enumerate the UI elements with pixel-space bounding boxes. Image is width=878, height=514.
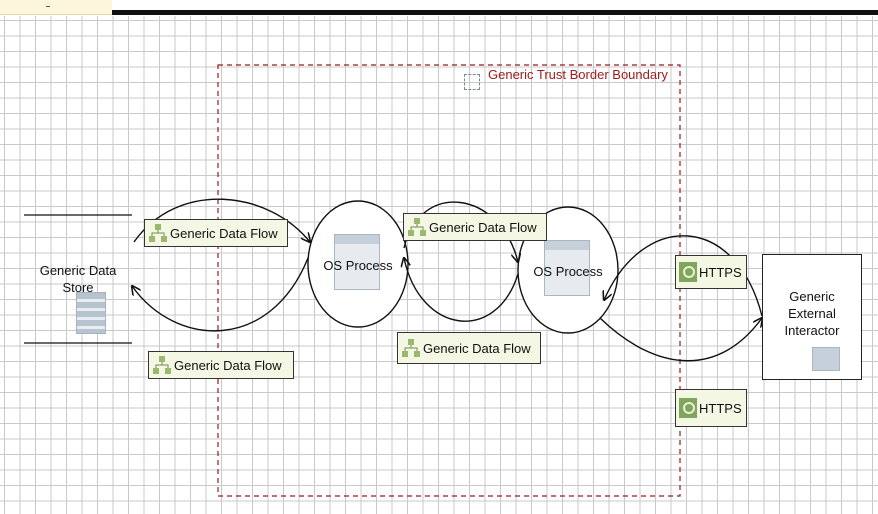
os-process-label-2: OS Process [533,264,603,279]
external-interactor-icon [812,347,840,371]
external-interactor-label: Generic External Interactor [764,288,860,339]
flow-label-4[interactable]: Generic Data Flow [397,332,541,364]
flow-label-text: Generic Data Flow [174,357,282,373]
window-icon [544,240,590,296]
flow-https-external-to-process2[interactable] [604,235,763,317]
data-store-label-line: Store [62,280,94,295]
https-label-1[interactable]: HTTPS [675,255,747,289]
external-interactor-label-line: Interactor [784,323,840,338]
flow-label-text: Generic Data Flow [423,340,531,356]
top-bar [0,0,878,16]
data-store-label-line: Generic Data [39,263,117,278]
top-rule [112,10,878,15]
data-flow-icon [408,218,426,236]
https-icon [679,262,697,282]
flow-process1-to-store[interactable] [132,257,309,332]
flow-label-2[interactable]: Generic Data Flow [148,351,294,379]
flow-label-1[interactable]: Generic Data Flow [144,219,288,247]
document-tab[interactable] [0,0,112,15]
external-interactor-label-line: External [788,306,836,321]
flow-label-text: Generic Data Flow [429,219,537,235]
data-flow-icon [153,356,171,374]
https-icon [679,398,697,418]
https-label-2[interactable]: HTTPS [675,389,747,427]
data-store-label[interactable]: Generic Data Store [28,262,128,296]
external-interactor-label-line: Generic [789,289,835,304]
database-icon [76,292,106,334]
os-process-label-1: OS Process [323,258,393,273]
flow-https-process2-to-external[interactable] [599,318,762,362]
flow-label-text: Generic Data Flow [170,225,278,241]
data-flow-icon [149,224,167,242]
flow-process2-to-process1[interactable] [404,258,519,322]
flow-label-3[interactable]: Generic Data Flow [403,213,547,241]
https-label-text: HTTPS [699,264,742,280]
trust-boundary-label: Generic Trust Border Boundary [488,67,668,82]
data-flow-icon [402,339,420,357]
https-label-text: HTTPS [699,400,742,416]
window-icon [334,234,380,290]
trust-boundary-icon [464,74,480,90]
